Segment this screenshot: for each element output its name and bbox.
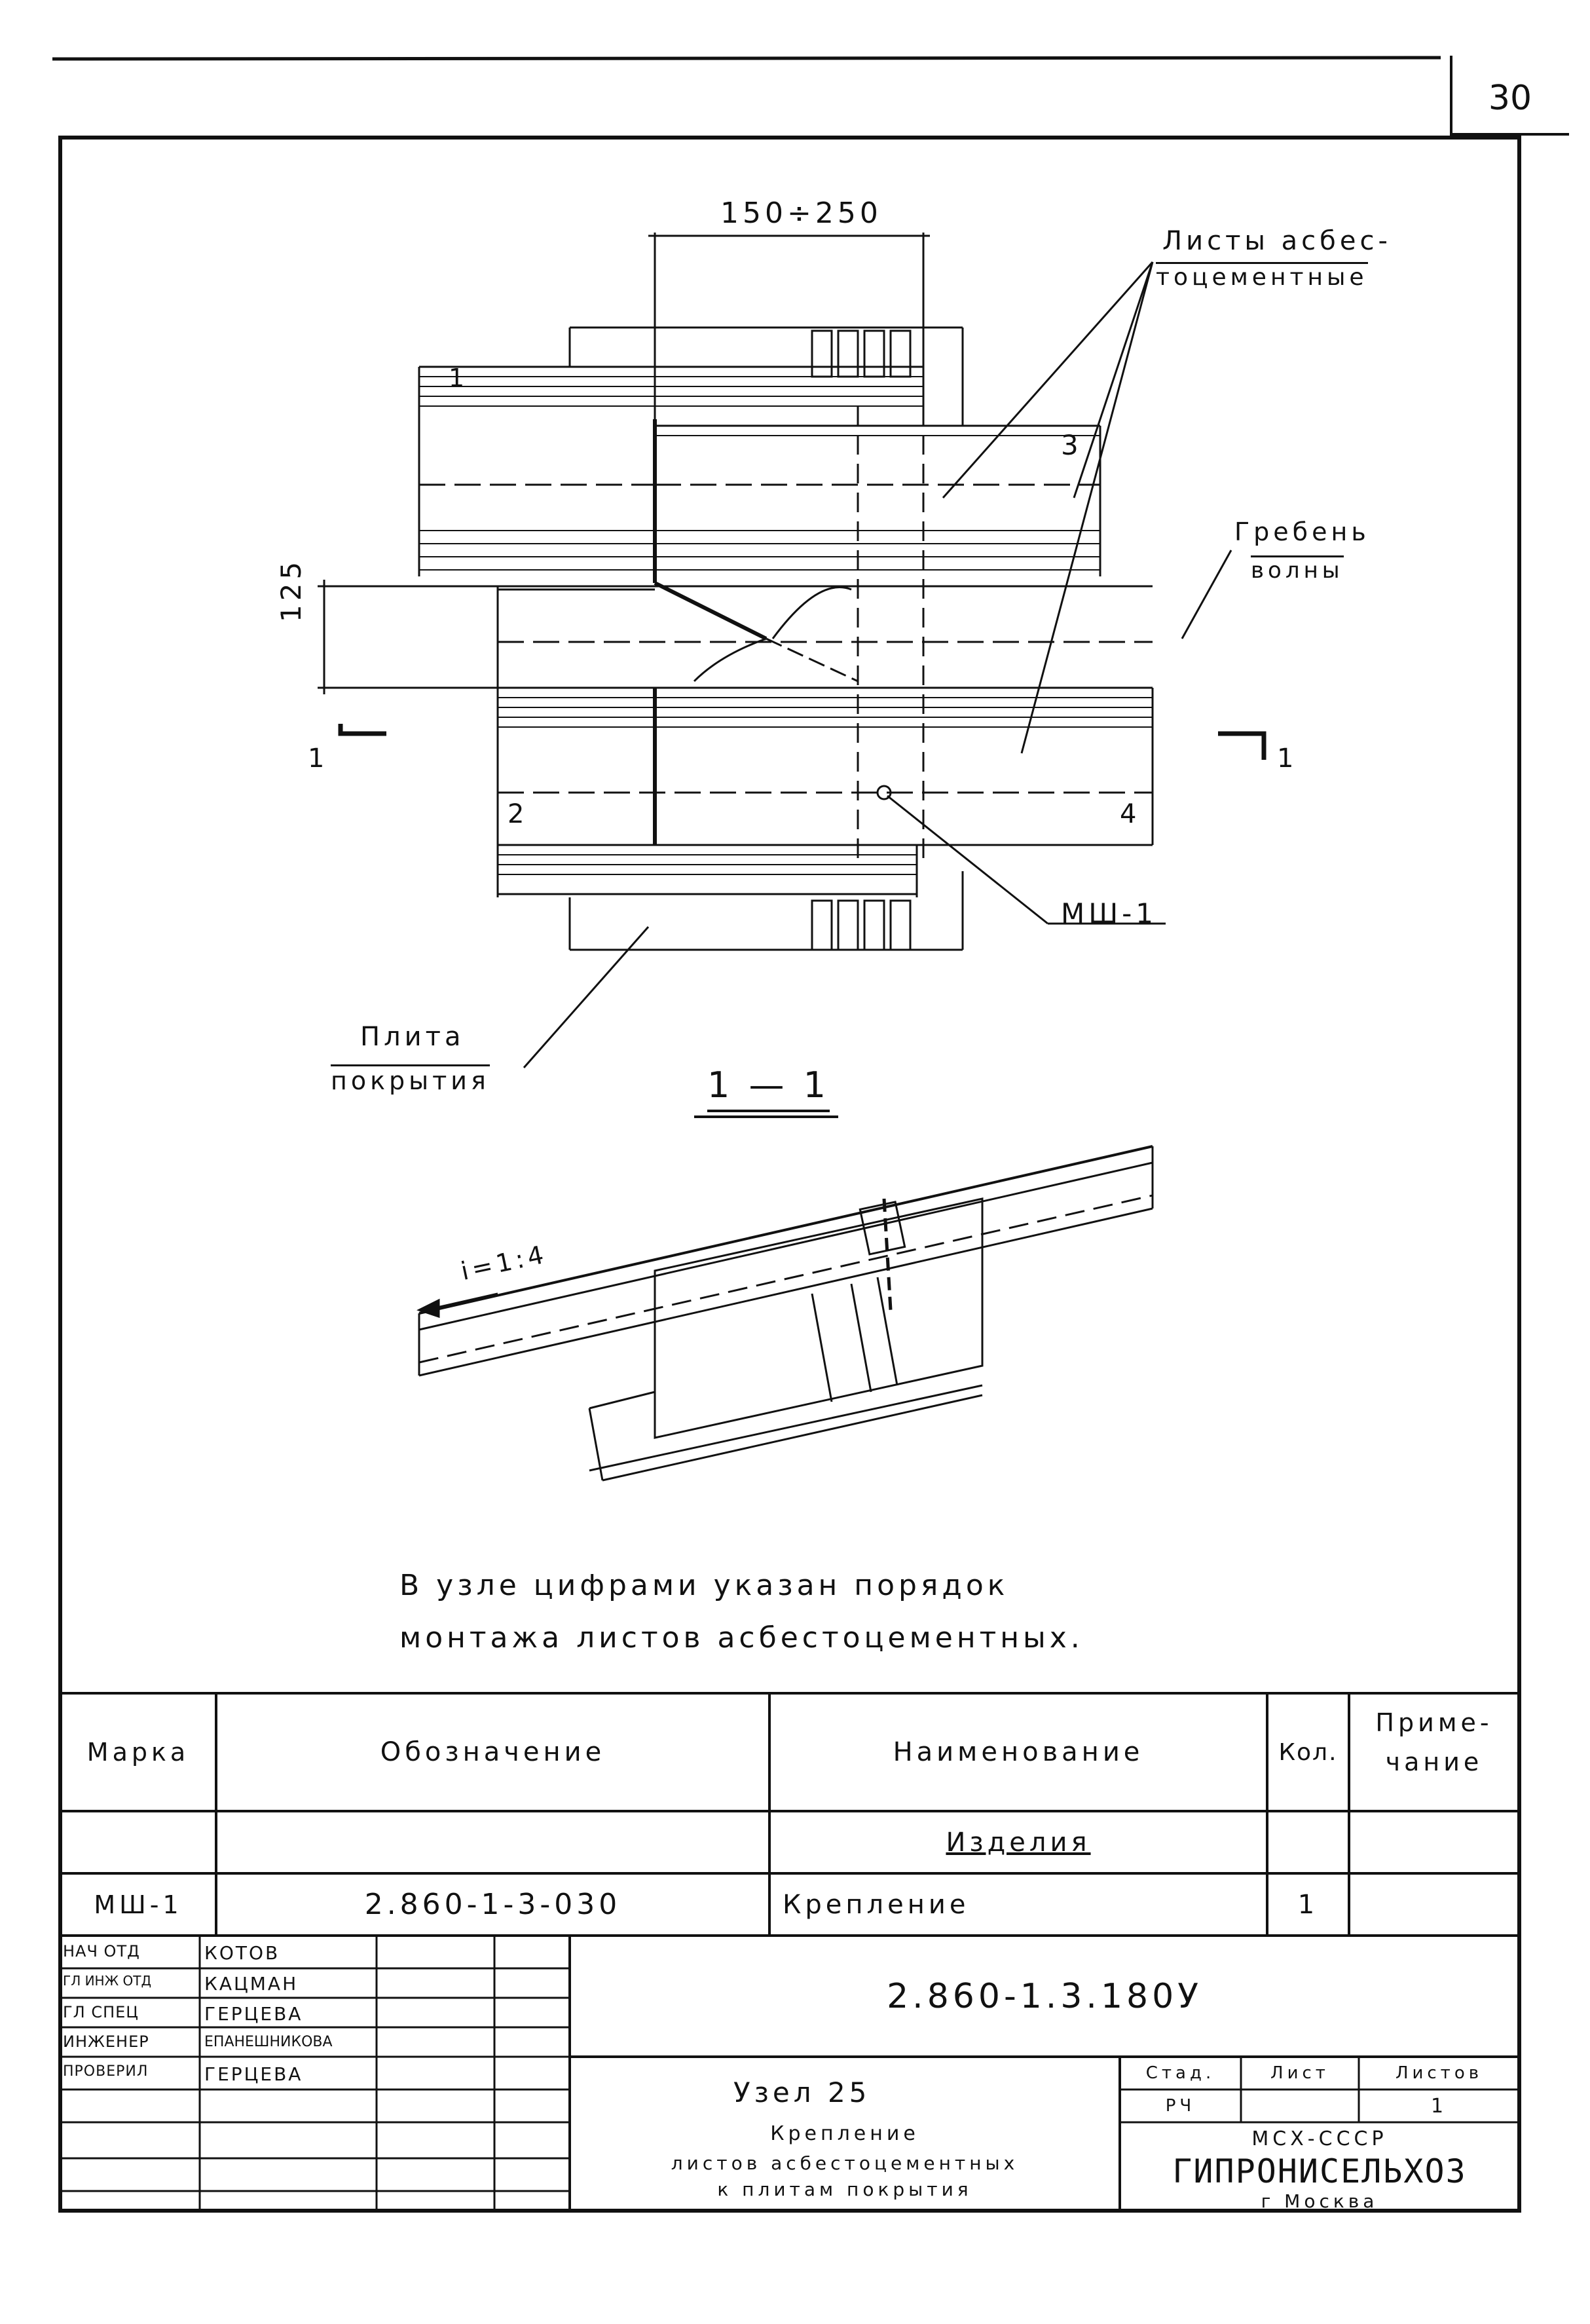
plan-view xyxy=(318,233,1266,1068)
section-view xyxy=(416,1115,1154,1482)
leader-slab-line1: Плита xyxy=(360,1022,465,1052)
section-mark-left: 1 xyxy=(308,743,329,774)
header-qty: Кол. xyxy=(1278,1738,1338,1766)
header-note-line1: Приме- xyxy=(1375,1708,1493,1737)
section-mark-right: 1 xyxy=(1277,743,1298,774)
sig-name-4: ЕПАНЕШНИКОВА xyxy=(204,2034,333,2050)
note-line1: В узле цифрами указан порядок xyxy=(399,1569,1009,1602)
header-mark: Марка xyxy=(86,1738,190,1767)
sheets-value: 1 xyxy=(1430,2094,1448,2118)
row-designation: 2.860-1-3-030 xyxy=(364,1888,621,1921)
org-institute: ГИПРОНИСЕЛЬХОЗ xyxy=(1172,2152,1467,2190)
header-name: Наименование xyxy=(893,1737,1144,1767)
sheet-value xyxy=(1241,2090,1359,2122)
leader-slab-line2: покрытия xyxy=(331,1064,490,1095)
section-title: 1 — 1 xyxy=(707,1064,830,1112)
sig-role-1: НАЧ ОТД xyxy=(63,1942,140,1960)
header-note-line2: чание xyxy=(1385,1748,1483,1776)
title-block-grid xyxy=(60,1936,1519,2211)
drawing-code: 2.860-1.3.180У xyxy=(887,1976,1202,2016)
sheet-label: Лист xyxy=(1270,2063,1329,2083)
header-designation: Обозначение xyxy=(380,1737,606,1767)
node-title: Узел 25 xyxy=(733,2076,871,2108)
leader-sheets-line2: тоцементные xyxy=(1156,262,1368,291)
sig-name-3: ГЕРЦЕВА xyxy=(204,2003,303,2025)
order-number-1: 1 xyxy=(449,364,469,392)
org-city: г Москва xyxy=(1261,2190,1378,2212)
sheets-label: Листов xyxy=(1395,2063,1483,2083)
leader-sheets-line1: Листы асбес- xyxy=(1162,226,1392,256)
leader-crest-line2: волны xyxy=(1251,555,1344,584)
desc-line1: Крепление xyxy=(770,2122,919,2145)
sig-role-3: ГЛ СПЕЦ xyxy=(63,2003,139,2021)
row-mark: МШ-1 xyxy=(94,1890,183,1919)
spec-table-grid xyxy=(60,1692,1519,1937)
row-qty: 1 xyxy=(1297,1889,1319,1920)
row-name: Крепление xyxy=(783,1890,970,1920)
sig-name-5: ГЕРЦЕВА xyxy=(204,2063,303,2085)
sheet-frame xyxy=(58,136,1521,2213)
order-number-3: 3 xyxy=(1061,429,1082,461)
desc-line3: к плитам покрытия xyxy=(717,2179,972,2200)
org-ministry: МСХ-СССР xyxy=(1251,2127,1388,2150)
order-number-4: 4 xyxy=(1120,799,1141,829)
sig-role-2: ГЛ ИНЖ ОТД xyxy=(63,1973,152,1989)
leader-fastener: МШ-1 xyxy=(1061,897,1158,929)
sig-name-2: КАЦМАН xyxy=(204,1973,299,1995)
stage-value: РЧ xyxy=(1165,2096,1196,2116)
header-note: Приме- чание xyxy=(1349,1703,1519,1801)
sig-role-4: ИНЖЕНЕР xyxy=(63,2033,149,2051)
sig-name-1: КОТОВ xyxy=(204,1942,280,1964)
note-line2: монтажа листов асбестоцементных. xyxy=(399,1621,1084,1655)
order-number-2: 2 xyxy=(508,799,528,829)
sig-role-5: ПРОВЕРИЛ xyxy=(63,2063,149,2080)
leader-crest-line1: Гребень xyxy=(1234,517,1370,546)
section-label-products: Изделия xyxy=(946,1827,1091,1858)
dimension-top: 150÷250 xyxy=(720,197,882,230)
stage-label: Стад. xyxy=(1145,2063,1215,2083)
sheet-number: 30 xyxy=(1488,79,1532,118)
dimension-left: 125 xyxy=(275,557,307,622)
desc-line2: листов асбестоцементных xyxy=(671,2152,1019,2174)
